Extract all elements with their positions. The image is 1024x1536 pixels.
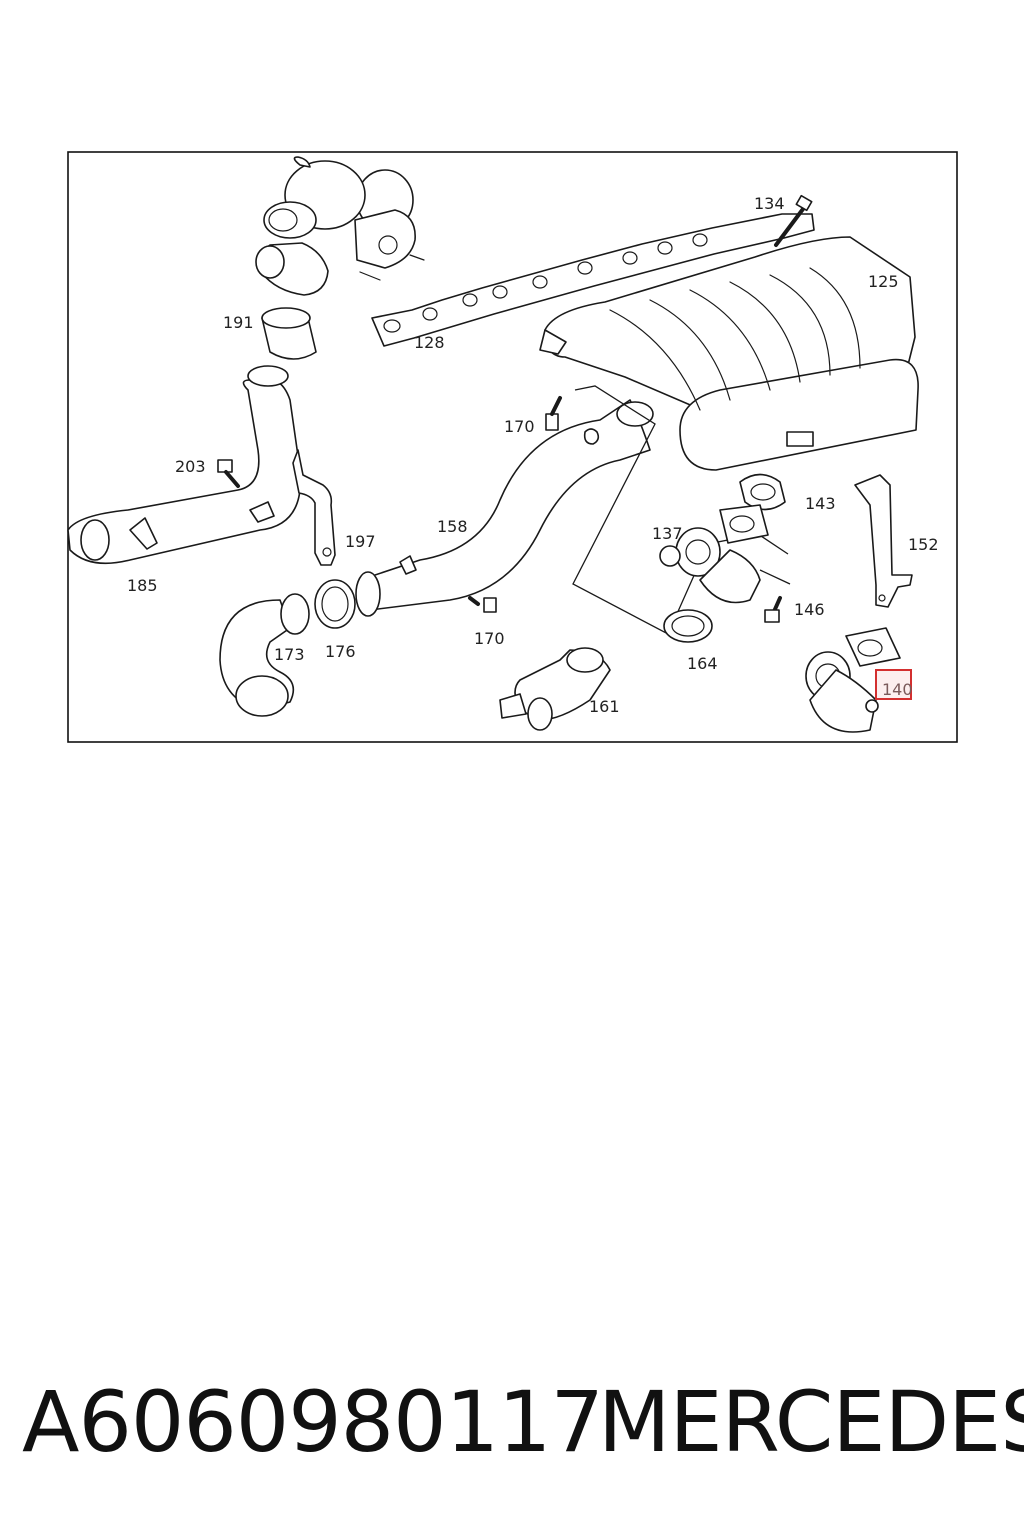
bolt-134-part — [774, 194, 813, 247]
turbocharger-part — [255, 156, 425, 296]
bolt-146-part — [764, 596, 782, 623]
highlight-box-140 — [875, 669, 912, 700]
callout-152: 152 — [908, 535, 939, 554]
callout-134: 134 — [754, 194, 785, 213]
callout-191: 191 — [223, 313, 254, 332]
part-number: A6060980117 — [22, 1373, 604, 1471]
callout-125: 125 — [868, 272, 899, 291]
callout-137: 137 — [652, 524, 683, 543]
hose-173-part — [219, 593, 310, 717]
callout-128: 128 — [414, 333, 445, 352]
egr-valve-137-part — [659, 504, 769, 604]
pipe-161-part — [499, 647, 611, 731]
bracket-152-part — [854, 474, 913, 608]
bracket-197-part — [292, 449, 336, 566]
callout-203: 203 — [175, 457, 206, 476]
sensor-170-bottom-part — [468, 596, 497, 613]
callout-164: 164 — [687, 654, 718, 673]
callout-185: 185 — [127, 576, 158, 595]
pipe-185-part — [67, 365, 302, 565]
callout-146: 146 — [794, 600, 825, 619]
callout-140: 140 — [882, 680, 913, 699]
callout-158: 158 — [437, 517, 468, 536]
callout-176: 176 — [325, 642, 356, 661]
egr-valve-140-part — [805, 627, 901, 733]
seal-164-part — [663, 609, 713, 643]
callout-161: 161 — [589, 697, 620, 716]
sensor-170-top-part — [545, 396, 600, 445]
clamp-176-part — [314, 579, 356, 629]
hose-191-part — [261, 307, 317, 360]
callout-197: 197 — [345, 532, 376, 551]
bolt-203-part — [217, 459, 240, 488]
charge-air-pipe-part — [355, 399, 654, 617]
footer: A6060980117 MERCEDES — [0, 1372, 1024, 1472]
callout-173: 173 — [274, 645, 305, 664]
brand-name: MERCEDES — [598, 1373, 1024, 1471]
manifold-gasket-part — [371, 213, 815, 347]
intake-manifold-part — [539, 236, 919, 471]
callout-143: 143 — [805, 494, 836, 513]
callout-170-bottom: 170 — [474, 629, 505, 648]
callout-170-top: 170 — [504, 417, 535, 436]
leader-line-146 — [759, 569, 791, 585]
